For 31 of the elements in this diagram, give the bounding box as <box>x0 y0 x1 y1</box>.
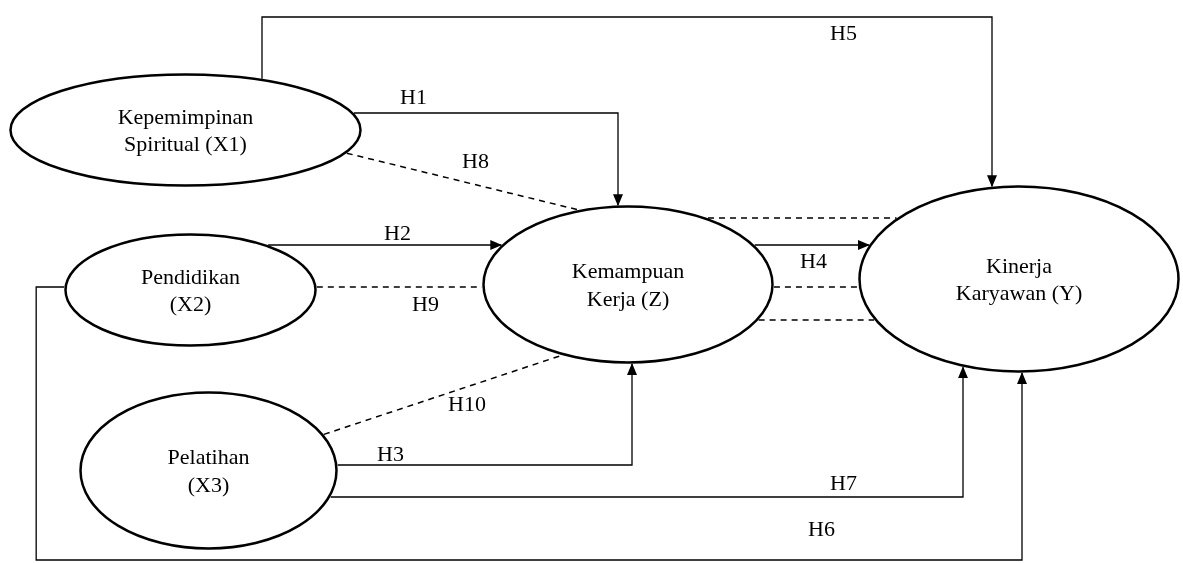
arrow <box>261 16 997 188</box>
dashed-connector <box>757 319 875 321</box>
edge-label: H4 <box>800 250 827 272</box>
ellipse-node <box>482 205 774 364</box>
ellipse-node <box>9 73 362 187</box>
edge-label: H5 <box>830 22 857 44</box>
ellipse-node <box>79 391 338 550</box>
ellipse-node <box>858 185 1180 373</box>
node-label: Kepemimpinan Spiritual (X1) <box>116 102 255 158</box>
node-label: Kinerja Karyawan (Y) <box>954 251 1084 307</box>
dashed-connector <box>346 152 579 211</box>
arrow <box>353 112 623 207</box>
dashed-connector <box>707 217 898 219</box>
arrow <box>267 240 503 250</box>
dashed-connector <box>773 286 860 288</box>
arrow <box>329 366 968 498</box>
edge-label: H6 <box>808 518 835 540</box>
edge-label: H2 <box>384 222 411 244</box>
node-label: Pendidikan (X2) <box>140 262 241 318</box>
edge-label: H9 <box>412 293 439 315</box>
edge-label: H3 <box>377 443 404 465</box>
edge-label: H8 <box>462 150 489 172</box>
node-label: Pelatihan (X3) <box>166 443 251 498</box>
arrow <box>754 240 870 250</box>
edge-label: H7 <box>830 472 857 494</box>
arrow <box>35 286 1027 561</box>
arrow <box>337 362 637 466</box>
node-label: Kemampuan Kerja (Z) <box>570 257 686 312</box>
ellipse-node <box>64 233 317 347</box>
edge-label: H1 <box>400 86 427 108</box>
edge-label: H10 <box>448 393 486 415</box>
